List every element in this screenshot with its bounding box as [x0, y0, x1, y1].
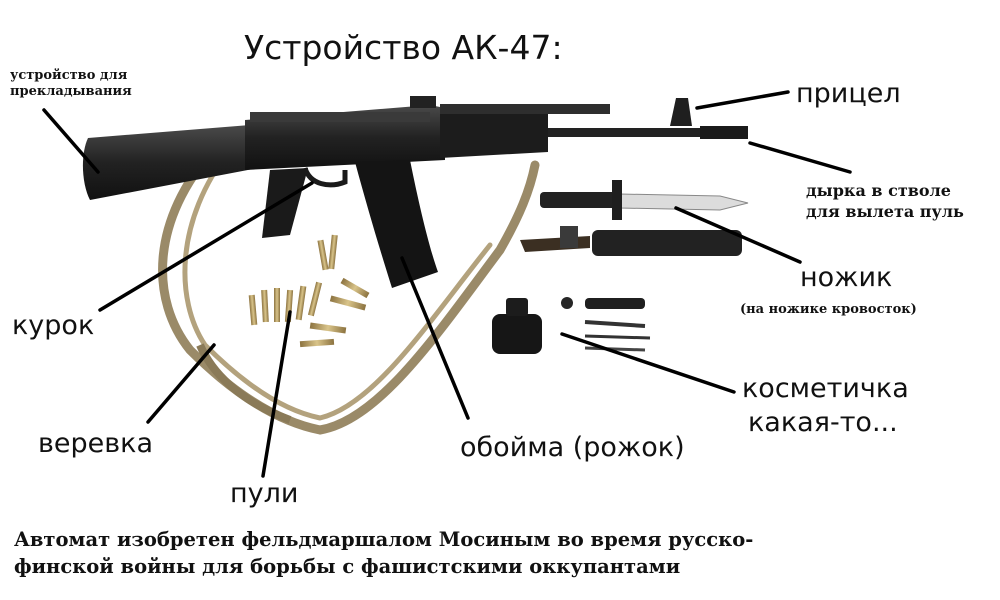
- pointer-knife: [674, 206, 802, 264]
- label-magazine: обойма (рожок): [460, 432, 685, 463]
- label-bullets: пули: [230, 478, 299, 509]
- bullet: [340, 277, 370, 299]
- label-folding-device-line-2: прекладывания: [10, 84, 132, 99]
- rifle-magazine: [355, 160, 438, 288]
- page-title: Устройство АК-47:: [244, 28, 563, 67]
- rifle-barrel: [548, 128, 748, 137]
- label-barrel-hole: дырка в стволе для вылета пуль: [806, 180, 964, 222]
- bullets-group: [248, 234, 370, 348]
- pointer-trigger: [98, 181, 314, 312]
- cleaning-cap: [561, 297, 573, 309]
- bayonet-blade: [619, 193, 749, 211]
- label-knife-note: (на ножике кровосток): [740, 302, 917, 317]
- cleaning-rod-1: [584, 320, 646, 328]
- label-folding-device: устройство для прекладывания: [10, 68, 132, 100]
- pointer-cosmetic-bag: [560, 332, 736, 394]
- pointer-bullets: [261, 310, 292, 478]
- bullet: [328, 234, 338, 270]
- sling-strap-inner: [182, 147, 493, 421]
- bullet: [248, 294, 258, 326]
- label-knife: ножик: [800, 262, 893, 293]
- caption-line-2: финской войны для борьбы с фашистскими о…: [14, 555, 681, 578]
- oil-bottle-cap: [506, 298, 528, 316]
- pointer-folding-device: [42, 108, 100, 174]
- sling-strap: [158, 143, 540, 435]
- bayonet-guard: [612, 180, 622, 220]
- pointer-barrel-hole: [748, 141, 852, 174]
- rifle-rear-sight: [410, 96, 436, 108]
- rifle-top-cover: [250, 112, 430, 122]
- label-sight: прицел: [796, 78, 901, 109]
- label-trigger: курок: [12, 310, 95, 341]
- rifle-pistol-grip: [262, 168, 308, 238]
- rifle-stock: [82, 125, 259, 200]
- label-rope: веревка: [38, 428, 154, 459]
- label-cosmetic-bag-line-1: косметичка: [742, 373, 909, 404]
- bullet: [309, 322, 347, 334]
- bullet: [295, 285, 307, 321]
- rifle-handguard: [440, 110, 548, 158]
- cleaning-rod-3: [584, 346, 646, 352]
- bullet: [329, 295, 367, 311]
- pointer-rope: [146, 343, 216, 424]
- oil-bottle: [492, 314, 542, 354]
- rifle-muzzle: [700, 126, 748, 139]
- rifle-gas-tube: [440, 104, 610, 114]
- pointer-magazine: [400, 256, 470, 420]
- label-folding-device-line-1: устройство для: [10, 68, 128, 83]
- label-barrel-hole-line-1: дырка в стволе: [806, 181, 951, 200]
- caption-line-1: Автомат изобретен фельдмаршалом Мосиным …: [14, 528, 754, 551]
- label-cosmetic-bag: косметичка какая-то...: [742, 372, 909, 440]
- label-barrel-hole-line-2: для вылета пуль: [806, 202, 964, 221]
- rifle-front-sight: [670, 98, 692, 126]
- scabbard-strap: [520, 236, 590, 252]
- scabbard-body: [592, 230, 742, 256]
- bullet: [261, 289, 269, 323]
- bayonet-handle: [540, 192, 620, 208]
- caption: Автомат изобретен фельдмаршалом Мосиным …: [14, 526, 753, 580]
- bullet: [299, 338, 335, 348]
- scabbard-clip: [560, 226, 578, 248]
- rifle-trigger-guard: [302, 167, 348, 188]
- bullet: [317, 239, 329, 271]
- cleaning-tube: [585, 298, 645, 309]
- bullet: [307, 281, 323, 317]
- cleaning-rod-2: [584, 334, 651, 340]
- label-cosmetic-bag-line-2: какая-то...: [748, 407, 898, 438]
- pointer-sight: [695, 90, 790, 110]
- bullet: [274, 288, 280, 322]
